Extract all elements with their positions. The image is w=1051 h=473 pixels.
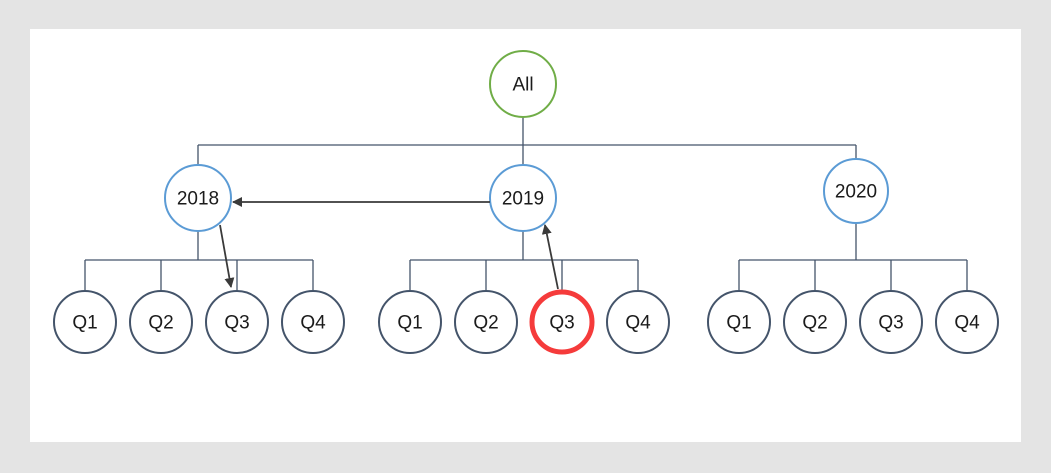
- connector-2020-to-quarters: [738, 223, 968, 291]
- node-2018-q4-label: Q4: [300, 313, 326, 334]
- node-2020-q2-circle: [783, 290, 847, 354]
- node-2020-q4[interactable]: Q4: [935, 290, 999, 354]
- node-2020-q3-label: Q3: [878, 313, 903, 334]
- node-2020-q1-circle: [707, 290, 771, 354]
- node-2018-q1-label: Q1: [72, 313, 97, 334]
- node-2019-q4[interactable]: Q4: [606, 290, 670, 354]
- node-2018-circle: [164, 164, 232, 232]
- node-2020-q4-circle: [935, 290, 999, 354]
- node-2020-q1[interactable]: Q1: [707, 290, 771, 354]
- connector-all-to-years: [197, 117, 857, 165]
- node-year-2020[interactable]: 2020: [823, 158, 889, 224]
- node-2020-q3[interactable]: Q3: [859, 290, 923, 354]
- node-2020-q4-label: Q4: [954, 313, 980, 334]
- node-2019-q3-label: Q3: [549, 313, 574, 334]
- node-2018-q1[interactable]: Q1: [53, 290, 117, 354]
- node-2019-q2[interactable]: Q2: [454, 290, 518, 354]
- node-2019-q4-circle: [606, 290, 670, 354]
- arrow-2018-to-2018-q3: [219, 224, 235, 288]
- node-2019-q1[interactable]: Q1: [378, 290, 442, 354]
- node-2020-q2-label: Q2: [802, 313, 827, 334]
- node-all-circle: [489, 50, 557, 118]
- node-2018-label: 2018: [177, 189, 219, 210]
- node-2020-label: 2020: [835, 182, 877, 203]
- arrow-2019-q3-to-2019: [541, 224, 559, 290]
- node-2019-circle: [489, 164, 557, 232]
- connector-2019-to-quarters: [409, 231, 639, 291]
- node-all-label: All: [512, 75, 533, 96]
- node-2018-q4[interactable]: Q4: [281, 290, 345, 354]
- node-year-2019[interactable]: 2019: [489, 164, 557, 232]
- hierarchy-diagram: All 2018 2019 2020 Q1 Q2: [53, 50, 999, 355]
- node-2019-q3-circle: [529, 289, 595, 355]
- node-2018-q2-label: Q2: [148, 313, 173, 334]
- node-2020-q2[interactable]: Q2: [783, 290, 847, 354]
- node-2019-q3-highlighted[interactable]: Q3: [529, 289, 595, 355]
- node-2019-q1-label: Q1: [397, 313, 422, 334]
- node-2019-label: 2019: [502, 189, 544, 210]
- node-2018-q3[interactable]: Q3: [205, 290, 269, 354]
- node-all[interactable]: All: [489, 50, 557, 118]
- node-2018-q1-circle: [53, 290, 117, 354]
- node-2019-q1-circle: [378, 290, 442, 354]
- node-2018-q4-circle: [281, 290, 345, 354]
- node-2018-q3-label: Q3: [224, 313, 249, 334]
- node-2019-q4-label: Q4: [625, 313, 651, 334]
- node-2020-circle: [823, 158, 889, 224]
- node-2020-q3-circle: [859, 290, 923, 354]
- node-2019-q2-circle: [454, 290, 518, 354]
- node-2018-q2[interactable]: Q2: [129, 290, 193, 354]
- node-2019-q2-label: Q2: [473, 313, 498, 334]
- node-2020-q1-label: Q1: [726, 313, 751, 334]
- node-2018-q2-circle: [129, 290, 193, 354]
- connector-2018-to-quarters: [84, 231, 314, 291]
- node-2018-q3-circle: [205, 290, 269, 354]
- slide-canvas: All 2018 2019 2020 Q1 Q2: [30, 29, 1021, 442]
- node-year-2018[interactable]: 2018: [164, 164, 232, 232]
